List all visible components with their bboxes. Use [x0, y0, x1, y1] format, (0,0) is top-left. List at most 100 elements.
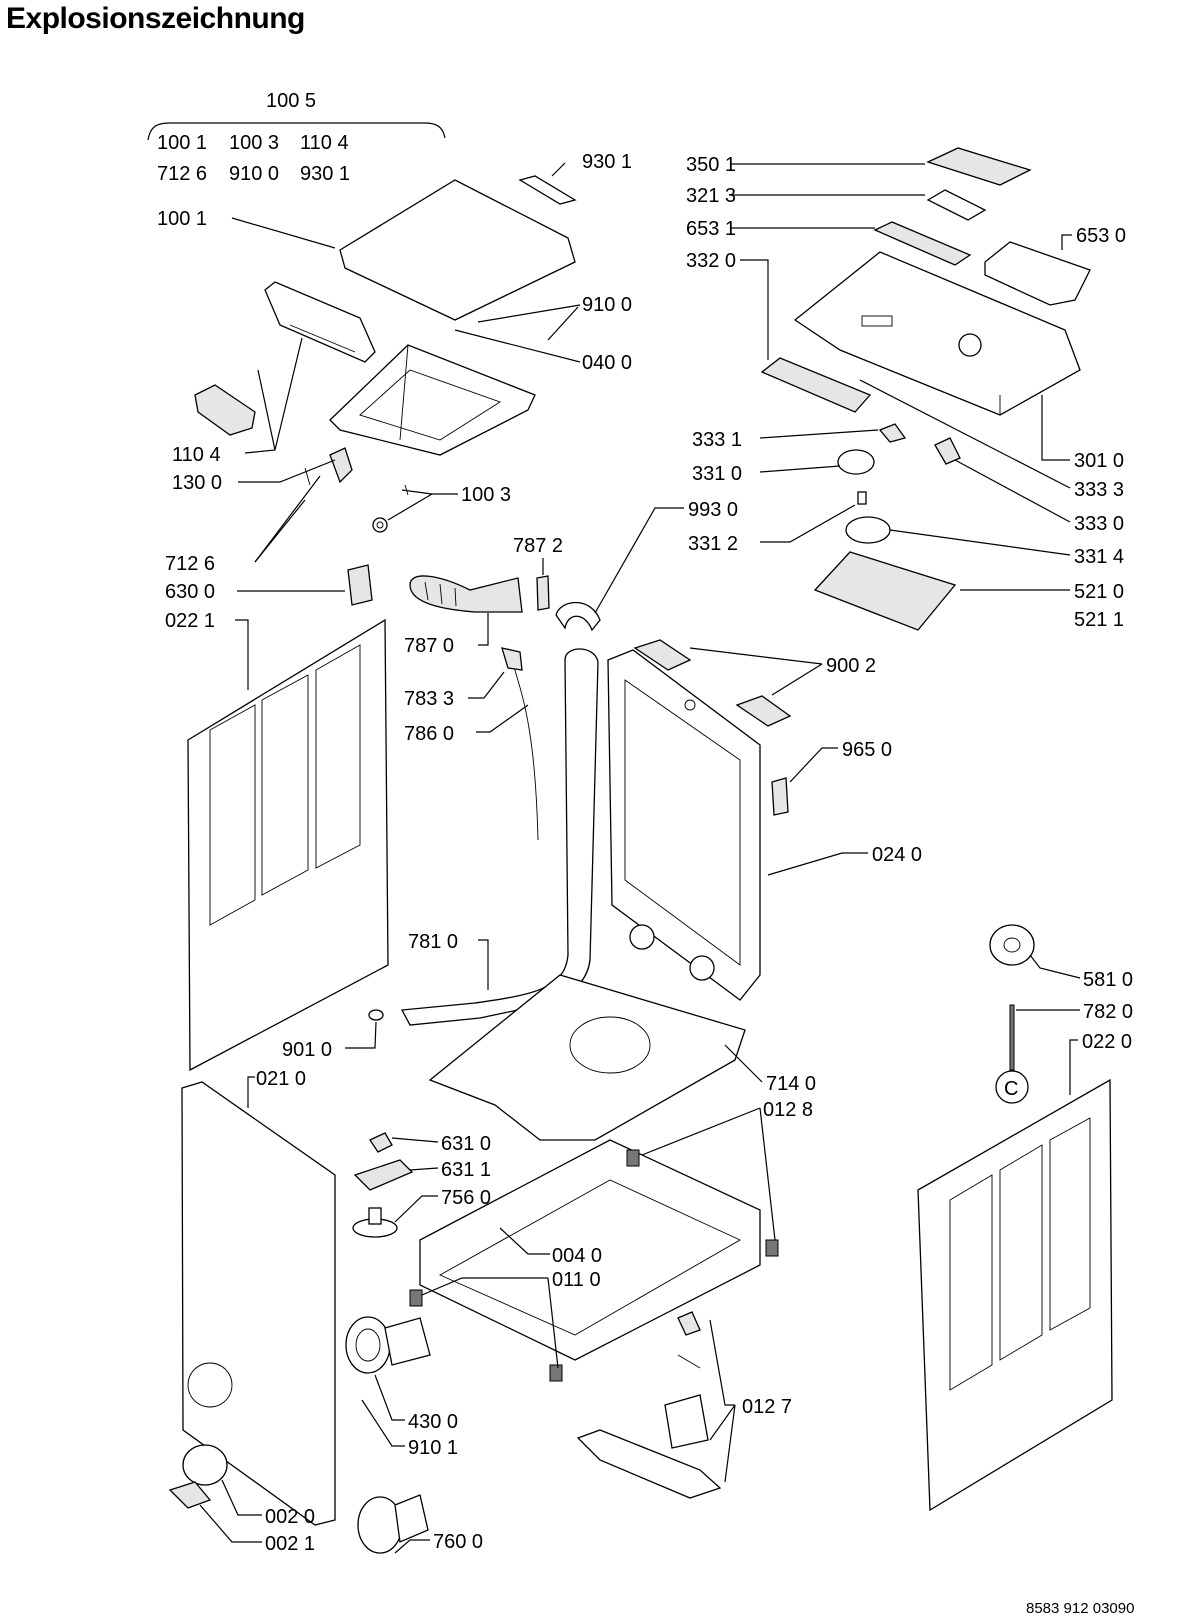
part-base-tray — [428, 974, 746, 1141]
label-012-7: 012 7 — [742, 1396, 792, 1418]
label-110-4: 110 4 — [172, 444, 221, 466]
label-333-0: 333 0 — [1074, 513, 1124, 535]
part-pcb-521 — [813, 551, 957, 631]
label-910-0-top: 910 0 — [229, 163, 279, 185]
label-100-3-top: 100 3 — [229, 132, 279, 154]
part-filter-760 — [357, 1494, 429, 1554]
part-latch — [329, 447, 353, 484]
label-040-0: 040 0 — [582, 352, 632, 374]
part-pulley-581 — [989, 924, 1035, 966]
part-012-7b — [664, 1394, 709, 1449]
label-321-3: 321 3 — [686, 185, 736, 207]
label-521-0: 521 0 — [1074, 581, 1124, 603]
part-knob-331 — [837, 449, 875, 475]
label-333-1: 333 1 — [692, 429, 742, 451]
label-021-0: 021 0 — [256, 1068, 306, 1090]
part-handle — [194, 384, 256, 436]
part-002-1 — [168, 1481, 212, 1509]
label-901-0: 901 0 — [282, 1039, 332, 1061]
label-787-2: 787 2 — [513, 535, 563, 557]
part-631-0 — [369, 1132, 393, 1153]
label-653-0: 653 0 — [1076, 225, 1126, 247]
label-100-5: 100 5 — [266, 90, 316, 112]
part-bracket-900-2b — [735, 695, 792, 727]
part-hose-787 — [409, 575, 523, 613]
label-781-0: 781 0 — [408, 931, 458, 953]
part-foot-c — [409, 1289, 423, 1307]
part-clip-965 — [771, 777, 789, 816]
part-331-4 — [845, 516, 891, 544]
label-783-3: 783 3 — [404, 688, 454, 710]
label-022-0: 022 0 — [1082, 1031, 1132, 1053]
part-hose-786 — [511, 659, 539, 841]
part-labels: 100 5 100 1 100 3 110 4 712 6 910 0 930 … — [157, 90, 1133, 1555]
label-301-0: 301 0 — [1074, 450, 1124, 472]
label-100-1: 100 1 — [157, 208, 207, 230]
label-910-0: 910 0 — [582, 294, 632, 316]
label-002-1: 002 1 — [265, 1533, 315, 1555]
part-foot-a — [626, 1149, 640, 1167]
parts-layer: C — [168, 147, 1113, 1554]
label-332-0: 332 0 — [686, 250, 736, 272]
part-right-side-panel — [917, 1078, 1113, 1512]
label-930-1-top: 930 1 — [300, 163, 350, 185]
label-631-0: 631 0 — [441, 1133, 491, 1155]
circle-marker-text: C — [1004, 1078, 1018, 1100]
label-521-1: 521 1 — [1074, 609, 1124, 631]
label-965-0: 965 0 — [842, 739, 892, 761]
part-lid — [339, 179, 576, 321]
label-581-0: 581 0 — [1083, 969, 1133, 991]
label-910-1: 910 1 — [408, 1437, 458, 1459]
label-011-0: 011 0 — [552, 1269, 601, 1291]
part-foot-b — [765, 1239, 779, 1257]
label-130-0: 130 0 — [172, 472, 222, 494]
label-631-1: 631 1 — [441, 1159, 491, 1181]
part-pump — [345, 1316, 431, 1374]
part-cover-630 — [347, 564, 373, 606]
part-spring — [372, 517, 388, 533]
part-buttons-332 — [760, 357, 872, 413]
part-653-0 — [984, 241, 1091, 306]
part-connector-783 — [501, 647, 523, 671]
part-display-350 — [926, 147, 1032, 186]
label-714-0: 714 0 — [766, 1073, 816, 1095]
label-787-0: 787 0 — [404, 635, 454, 657]
part-bracket-900-2a — [633, 639, 692, 671]
label-022-1: 022 1 — [165, 610, 215, 632]
part-631-1 — [353, 1159, 414, 1191]
circle-marker — [995, 1070, 1029, 1104]
drawing-number: 8583 912 03090 — [1026, 1600, 1135, 1617]
label-350-1: 350 1 — [686, 154, 736, 176]
label-002-0: 002 0 — [265, 1506, 315, 1528]
label-760-0: 760 0 — [433, 1531, 483, 1553]
part-012-7c — [576, 1429, 722, 1499]
label-012-8: 012 8 — [763, 1099, 813, 1121]
label-653-1: 653 1 — [686, 218, 736, 240]
part-chassis — [419, 1139, 761, 1361]
part-frame-321 — [926, 189, 987, 221]
leader-lines — [147, 122, 1081, 1554]
part-rear-panel — [607, 649, 761, 1001]
label-900-2: 900 2 — [826, 655, 876, 677]
part-012-7a — [677, 1311, 701, 1336]
label-930-1: 930 1 — [582, 151, 632, 173]
label-786-0: 786 0 — [404, 723, 454, 745]
label-331-4: 331 4 — [1074, 546, 1124, 568]
part-333-1 — [878, 423, 907, 443]
label-333-3: 333 3 — [1074, 479, 1124, 501]
part-787-2 — [536, 575, 550, 611]
label-331-0: 331 0 — [692, 463, 742, 485]
label-331-2: 331 2 — [688, 533, 738, 555]
part-top-frame — [329, 344, 536, 456]
part-foot-d — [549, 1364, 563, 1382]
part-front-panel — [181, 1081, 336, 1526]
page-title: Explosionszeichnung — [6, 2, 305, 35]
part-rod-782 — [1009, 1004, 1015, 1071]
part-331-2 — [857, 491, 867, 505]
label-782-0: 782 0 — [1083, 1001, 1133, 1023]
part-control-panel — [793, 251, 1081, 416]
part-hinge-strip — [518, 175, 577, 205]
label-712-6: 712 6 — [165, 553, 215, 575]
label-712-6-top: 712 6 — [157, 163, 207, 185]
